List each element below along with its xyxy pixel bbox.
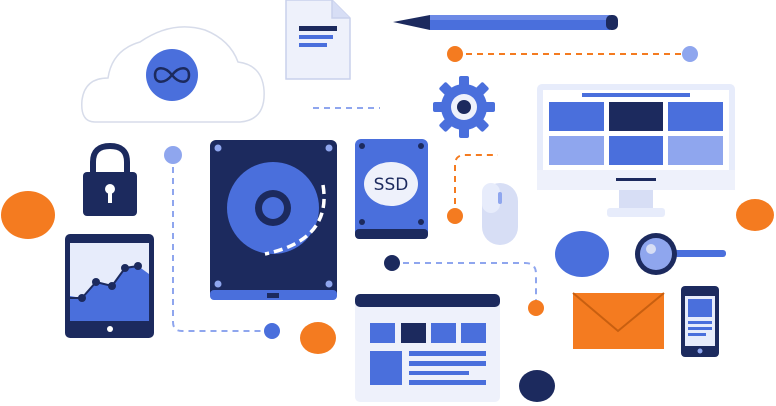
desktop-monitor-icon	[537, 84, 735, 217]
connector-mid-browser	[392, 262, 537, 307]
smartphone-icon	[681, 286, 719, 357]
ssd-label: SSD	[374, 175, 409, 195]
connector-lines	[172, 53, 690, 332]
dot-browser-connector	[528, 300, 544, 316]
blob-orange-right	[736, 199, 774, 231]
blob-blue-center	[555, 231, 609, 277]
cloud-infinity-icon	[81, 26, 265, 123]
dot-blue-top	[682, 46, 698, 62]
dot-lock-connector	[164, 146, 182, 164]
computer-mouse-icon	[482, 183, 518, 245]
dot-ssd-connector	[447, 208, 463, 224]
ssd-drive-icon: SSD	[355, 139, 428, 239]
blob-orange-left	[1, 191, 55, 239]
connector-lock-tablet	[172, 156, 272, 332]
dot-navy-mid	[384, 255, 400, 271]
decor-blobs	[1, 191, 774, 402]
pencil-icon	[393, 15, 618, 30]
connector-ssd-mouse	[454, 154, 498, 215]
browser-window-icon	[355, 294, 500, 402]
blob-orange-center	[300, 322, 336, 354]
dot-orange-top	[447, 46, 463, 62]
magnifier-icon	[635, 233, 726, 275]
padlock-icon	[83, 142, 137, 216]
envelope-icon	[572, 292, 665, 349]
gear-icon	[433, 76, 495, 138]
document-icon	[285, 0, 351, 80]
tablet-chart-icon	[65, 234, 154, 338]
dot-tablet-connector	[264, 323, 280, 339]
blob-navy-bottom	[519, 370, 555, 402]
connector-dots	[164, 46, 698, 339]
hard-drive-icon	[210, 140, 337, 300]
